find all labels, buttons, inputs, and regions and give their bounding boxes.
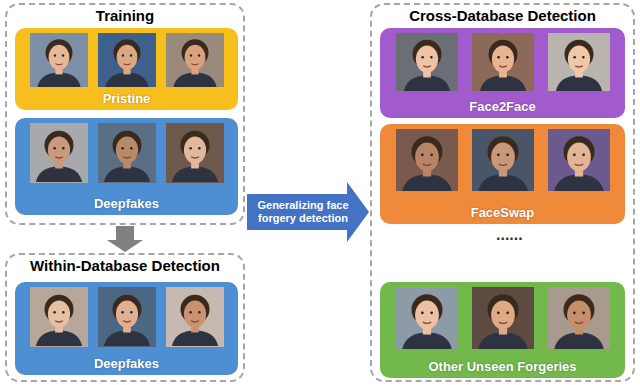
face-photo bbox=[98, 33, 156, 87]
face-figure bbox=[36, 131, 82, 182]
sample-box: Pristine bbox=[15, 28, 238, 110]
block-arrow bbox=[247, 182, 369, 242]
photo-ground bbox=[548, 33, 610, 91]
photo-ground bbox=[472, 129, 534, 191]
sample-label: FaceSwap bbox=[471, 205, 535, 220]
face-photo bbox=[548, 129, 610, 191]
panel-title: Cross-Database Detection bbox=[409, 7, 596, 24]
face-photo bbox=[30, 33, 88, 87]
ellipsis-mark: ...... bbox=[496, 232, 512, 238]
face-figure bbox=[554, 136, 604, 191]
sample-label: Other Unseen Forgeries bbox=[428, 359, 576, 374]
photo-ground bbox=[548, 129, 610, 191]
face-figure bbox=[402, 294, 452, 349]
face-figure bbox=[173, 39, 216, 87]
face-photo bbox=[166, 123, 224, 183]
photo-ground bbox=[30, 123, 88, 183]
sample-box: Deepfakes bbox=[15, 282, 238, 375]
face-figure bbox=[104, 131, 150, 182]
photo-ground bbox=[396, 287, 458, 349]
face-figure bbox=[554, 294, 604, 349]
photo-ground bbox=[98, 123, 156, 183]
face-photo bbox=[166, 33, 224, 87]
photo-ground bbox=[472, 33, 534, 91]
sample-label: Deepfakes bbox=[94, 356, 159, 371]
photo-ground bbox=[472, 287, 534, 349]
photo-ground bbox=[30, 287, 88, 347]
ellipsis-wrap: ...... bbox=[496, 232, 512, 238]
face-photo bbox=[98, 287, 156, 347]
photo-ground bbox=[98, 287, 156, 347]
face-figure bbox=[172, 131, 218, 182]
panel-title: Within-Database Detection bbox=[30, 257, 220, 274]
face-figure bbox=[105, 39, 148, 87]
face-figure bbox=[480, 40, 526, 91]
group-panel: Cross-Database DetectionFace2FaceFaceSwa… bbox=[370, 3, 635, 382]
face-photo bbox=[548, 287, 610, 349]
panel-title: Training bbox=[96, 7, 154, 24]
face-photo bbox=[396, 287, 458, 349]
photo-ground bbox=[98, 33, 156, 87]
sample-box: Deepfakes bbox=[15, 118, 238, 215]
face-figure bbox=[404, 40, 450, 91]
face-photo bbox=[98, 123, 156, 183]
face-figure bbox=[556, 40, 602, 91]
face-photo bbox=[30, 123, 88, 183]
sample-box: Face2Face bbox=[380, 28, 625, 118]
group-panel: Within-Database DetectionDeepfakes bbox=[5, 253, 245, 382]
sample-label: Deepfakes bbox=[94, 196, 159, 211]
face-photo bbox=[396, 33, 458, 91]
photo-ground bbox=[396, 129, 458, 191]
sample-box: Other Unseen Forgeries bbox=[380, 282, 625, 378]
face-figure bbox=[37, 39, 80, 87]
block-arrow bbox=[107, 226, 143, 252]
face-photo bbox=[472, 33, 534, 91]
sample-label: Pristine bbox=[103, 91, 151, 106]
face-figure bbox=[478, 294, 528, 349]
face-figure bbox=[104, 295, 150, 346]
face-photo bbox=[166, 287, 224, 347]
photo-ground bbox=[396, 33, 458, 91]
photo-ground bbox=[166, 33, 224, 87]
face-photo bbox=[30, 287, 88, 347]
face-figure bbox=[402, 136, 452, 191]
photo-ground bbox=[548, 287, 610, 349]
sample-box: FaceSwap bbox=[380, 124, 625, 224]
arrow-label: Generalizing face forgery detection bbox=[249, 199, 357, 225]
face-photo bbox=[548, 33, 610, 91]
face-figure bbox=[478, 136, 528, 191]
face-figure bbox=[36, 295, 82, 346]
face-photo bbox=[396, 129, 458, 191]
group-panel: TrainingPristineDeepfakes bbox=[5, 3, 245, 225]
photo-ground bbox=[166, 123, 224, 183]
face-figure bbox=[172, 295, 218, 346]
face-photo bbox=[472, 287, 534, 349]
face-photo bbox=[472, 129, 534, 191]
photo-ground bbox=[166, 287, 224, 347]
photo-ground bbox=[30, 33, 88, 87]
sample-label: Face2Face bbox=[469, 99, 536, 114]
